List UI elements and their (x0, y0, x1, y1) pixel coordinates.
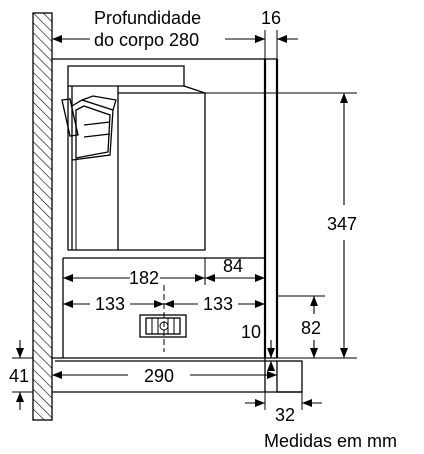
dim-16 (244, 35, 298, 43)
dim-41 (16, 340, 24, 410)
dim-290-label: 290 (144, 366, 174, 386)
dim-10 (267, 340, 275, 371)
hood-motor-housing (61, 65, 206, 251)
dim-133-pair (63, 300, 265, 308)
dim-82-label: 82 (301, 318, 321, 338)
depth-title-line1: Profundidade (94, 8, 201, 28)
dim-41-label: 41 (9, 366, 29, 386)
dim-133-left-label: 133 (95, 294, 125, 314)
dim-16-label: 16 (261, 8, 281, 28)
dim-32 (245, 399, 322, 407)
dim-182-label: 182 (129, 268, 159, 288)
dim-347 (340, 93, 348, 358)
extension-lines (12, 30, 357, 410)
light-module (139, 285, 187, 352)
dim-133-right-label: 133 (203, 294, 233, 314)
units-note: Medidas em mm (264, 431, 397, 451)
dim-182 (63, 274, 205, 282)
dim-10-label: 10 (241, 322, 261, 342)
dim-84-label: 84 (223, 256, 243, 276)
depth-title-line2: do corpo 280 (94, 30, 199, 50)
cabinet-outline (52, 58, 279, 362)
dim-82 (310, 296, 318, 358)
dim-290 (52, 371, 277, 379)
dim-32-label: 32 (275, 405, 295, 425)
dim-347-label: 347 (327, 214, 357, 234)
wall (32, 12, 53, 421)
dim-84 (205, 274, 265, 282)
